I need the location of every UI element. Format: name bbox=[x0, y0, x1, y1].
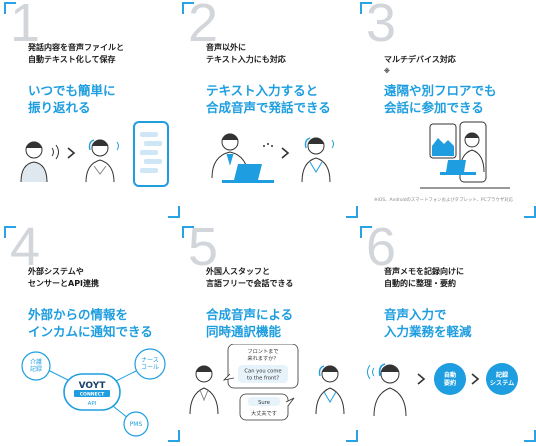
footnote-mark: ※ bbox=[384, 68, 390, 75]
chevron-right-icon bbox=[471, 373, 480, 385]
corner-bracket-top-left bbox=[360, 2, 372, 14]
person-speaker-icon bbox=[20, 141, 48, 183]
feature-caption: 音声メモを記録向けに 自動的に整理・要約 bbox=[384, 267, 464, 288]
illustration-translation: フロントまで 来れますか？ Can you come to the front?… bbox=[189, 344, 345, 421]
chevron-right-icon bbox=[281, 147, 290, 159]
feature-caption: 外国人スタッフと 言語フリーで会話できる bbox=[206, 267, 294, 288]
illustration-playback bbox=[20, 121, 169, 187]
flow-step-record-system: 記録 システム bbox=[486, 363, 518, 395]
feature-caption: 発話内容を音声ファイルと 自動テキスト化して保存 bbox=[28, 43, 124, 64]
laptop-icon bbox=[222, 164, 274, 183]
feature-number: 1 bbox=[10, 2, 40, 53]
feature-headline: 合成音声による 同時通訳機能 bbox=[206, 307, 294, 339]
person-listener-icon bbox=[301, 137, 331, 183]
speech-bubble-top: フロントまで 来れますか？ Can you come to the front? bbox=[222, 344, 299, 389]
phone-icon bbox=[133, 121, 169, 187]
illustration-remote bbox=[420, 121, 510, 189]
flow-step-summary: 自動 要約 bbox=[434, 363, 466, 395]
feature-card-5: 5 外国人スタッフと 言語フリーで会話できる 合成音声による 同時通訳機能 フロ… bbox=[182, 226, 358, 442]
corner-bracket-top-left bbox=[4, 2, 16, 14]
feature-card-4: 4 外部システムや センサーとAPI連携 外部からの情報を インカムに通知できる… bbox=[4, 226, 180, 442]
feature-headline: 遠隔や別フロアでも 会話に参加できる bbox=[384, 83, 497, 115]
corner-bracket-top-left bbox=[182, 226, 194, 238]
node-pms: PMS bbox=[123, 411, 149, 437]
sound-wave-icon bbox=[367, 364, 375, 380]
feature-caption: 音声以外に テキスト入力にも対応 bbox=[206, 43, 286, 64]
svg-text:要約: 要約 bbox=[444, 379, 456, 387]
corner-bracket-bottom-right bbox=[346, 206, 358, 218]
sound-wave-icon bbox=[116, 141, 119, 151]
feature-number: 4 bbox=[10, 226, 40, 277]
feature-caption: マルチデバイス対応※ bbox=[384, 54, 456, 78]
device-footnote: ※iOS、Androidのスマートフォンおよびタブレット、PCブラウザ対応 bbox=[374, 198, 513, 203]
sound-wave-icon bbox=[331, 139, 334, 149]
typing-dots-icon bbox=[263, 143, 273, 147]
corner-bracket-top-left bbox=[360, 226, 372, 238]
person-staff-icon bbox=[189, 365, 219, 415]
corner-bracket-bottom-right bbox=[168, 430, 180, 442]
svg-text:記録: 記録 bbox=[496, 371, 509, 379]
feature-card-6: 6 音声メモを記録向けに 自動的に整理・要約 音声入力で 入力業務を軽減 bbox=[360, 226, 536, 442]
node-label: 介護記録 bbox=[30, 358, 42, 373]
feature-number: 3 bbox=[366, 2, 396, 53]
chevron-right-icon bbox=[417, 373, 426, 385]
corner-bracket-bottom-right bbox=[168, 206, 180, 218]
brand-tag: CONNECT bbox=[80, 392, 105, 398]
svg-text:システム: システム bbox=[490, 380, 515, 387]
person-foreign-staff-icon bbox=[315, 365, 345, 415]
illustration-voice-memo: 自動 要約 記録 システム bbox=[367, 363, 518, 417]
svg-text:自動: 自動 bbox=[444, 371, 456, 379]
brand-logo: VOYT bbox=[79, 381, 107, 391]
illustration-text-input bbox=[211, 133, 334, 183]
corner-bracket-top-left bbox=[4, 226, 16, 238]
sound-wave-icon bbox=[51, 144, 59, 160]
node-label: ナースコール bbox=[141, 357, 159, 371]
feature-headline: いつでも簡単に 振り返れる bbox=[28, 83, 116, 115]
chevron-right-icon bbox=[67, 147, 76, 159]
node-label: PMS bbox=[130, 421, 143, 428]
feature-number: 2 bbox=[188, 2, 218, 53]
svg-text:来れますか？: 来れますか？ bbox=[247, 355, 278, 362]
corner-bracket-top-left bbox=[182, 2, 194, 14]
svg-text:to the front?: to the front? bbox=[247, 376, 279, 382]
voyt-connect-badge: VOYT CONNECT API bbox=[63, 373, 121, 411]
feature-headline: テキスト入力すると 合成音声で発話できる bbox=[206, 83, 331, 115]
feature-headline: 音声入力で 入力業務を軽減 bbox=[384, 307, 472, 339]
corner-bracket-bottom-right bbox=[346, 430, 358, 442]
speech-bubble-bottom: Sure 大丈夫です bbox=[239, 393, 295, 421]
svg-text:Sure: Sure bbox=[258, 400, 270, 406]
api-label: API bbox=[88, 401, 97, 407]
train-window-icon bbox=[429, 123, 457, 159]
person-listener-icon bbox=[85, 139, 115, 183]
node-nurse-call: ナースコール bbox=[134, 348, 166, 380]
svg-text:フロントまで: フロントまで bbox=[247, 348, 278, 355]
svg-text:大丈夫です: 大丈夫です bbox=[251, 409, 277, 417]
person-remote-icon bbox=[459, 132, 485, 173]
api-diagram: 介護記録 ナースコール PMS VOYT CONNECT API bbox=[21, 348, 166, 437]
feature-caption: 外部システムや センサーとAPI連携 bbox=[28, 267, 100, 288]
laptop-icon bbox=[440, 160, 476, 175]
feature-number: 6 bbox=[366, 226, 396, 277]
feature-card-1: 1 発話内容を音声ファイルと 自動テキスト化して保存 いつでも簡単に 振り返れる bbox=[4, 2, 180, 218]
node-care-record: 介護記録 bbox=[21, 351, 51, 381]
person-headset-icon bbox=[373, 363, 407, 417]
feature-card-2: 2 音声以外に テキスト入力にも対応 テキスト入力すると 合成音声で発話できる bbox=[182, 2, 358, 218]
corner-bracket-bottom-right bbox=[524, 430, 536, 442]
feature-headline: 外部からの情報を インカムに通知できる bbox=[28, 307, 153, 339]
feature-card-3: 3 マルチデバイス対応※ 遠隔や別フロアでも 会話に参加できる bbox=[360, 2, 536, 218]
corner-bracket-bottom-right bbox=[524, 206, 536, 218]
feature-number: 5 bbox=[188, 226, 218, 277]
svg-text:Can you come: Can you come bbox=[244, 369, 281, 375]
